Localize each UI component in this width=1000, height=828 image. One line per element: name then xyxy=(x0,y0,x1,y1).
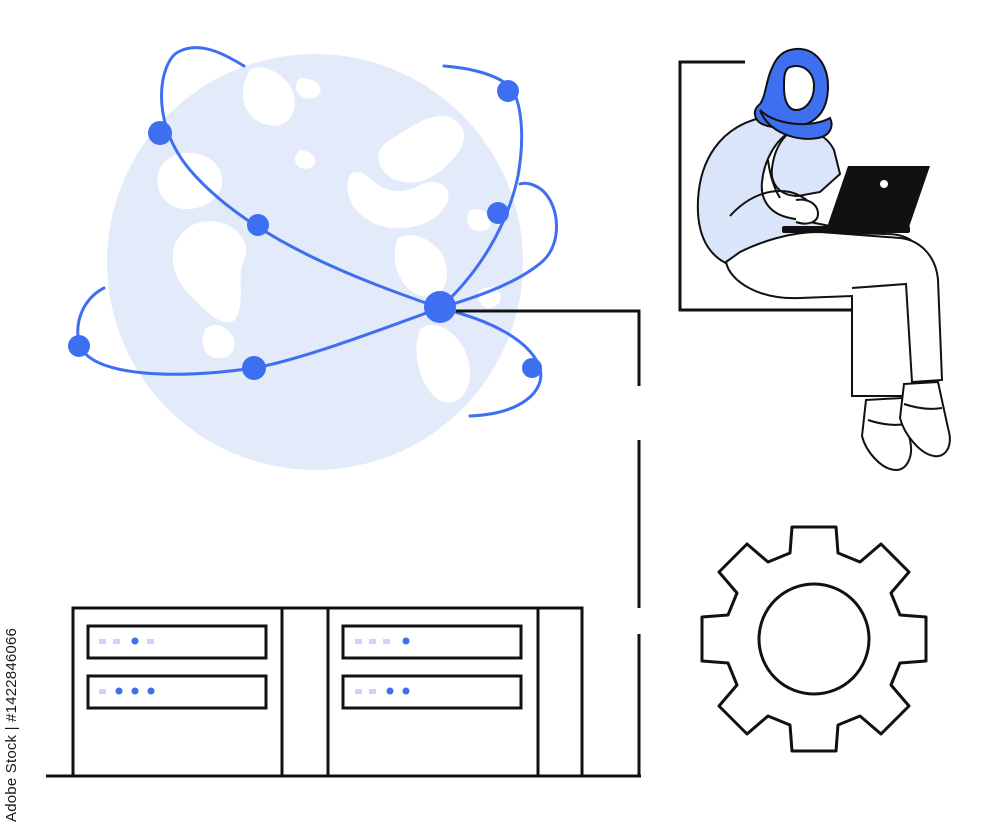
stock-id-label: Adobe Stock | #1422846066 xyxy=(3,627,20,822)
globe-icon xyxy=(68,46,558,470)
server-rack-icon xyxy=(71,606,584,778)
gear-icon xyxy=(700,525,928,753)
person-with-laptop xyxy=(678,47,951,472)
server-status-lights xyxy=(99,637,410,695)
